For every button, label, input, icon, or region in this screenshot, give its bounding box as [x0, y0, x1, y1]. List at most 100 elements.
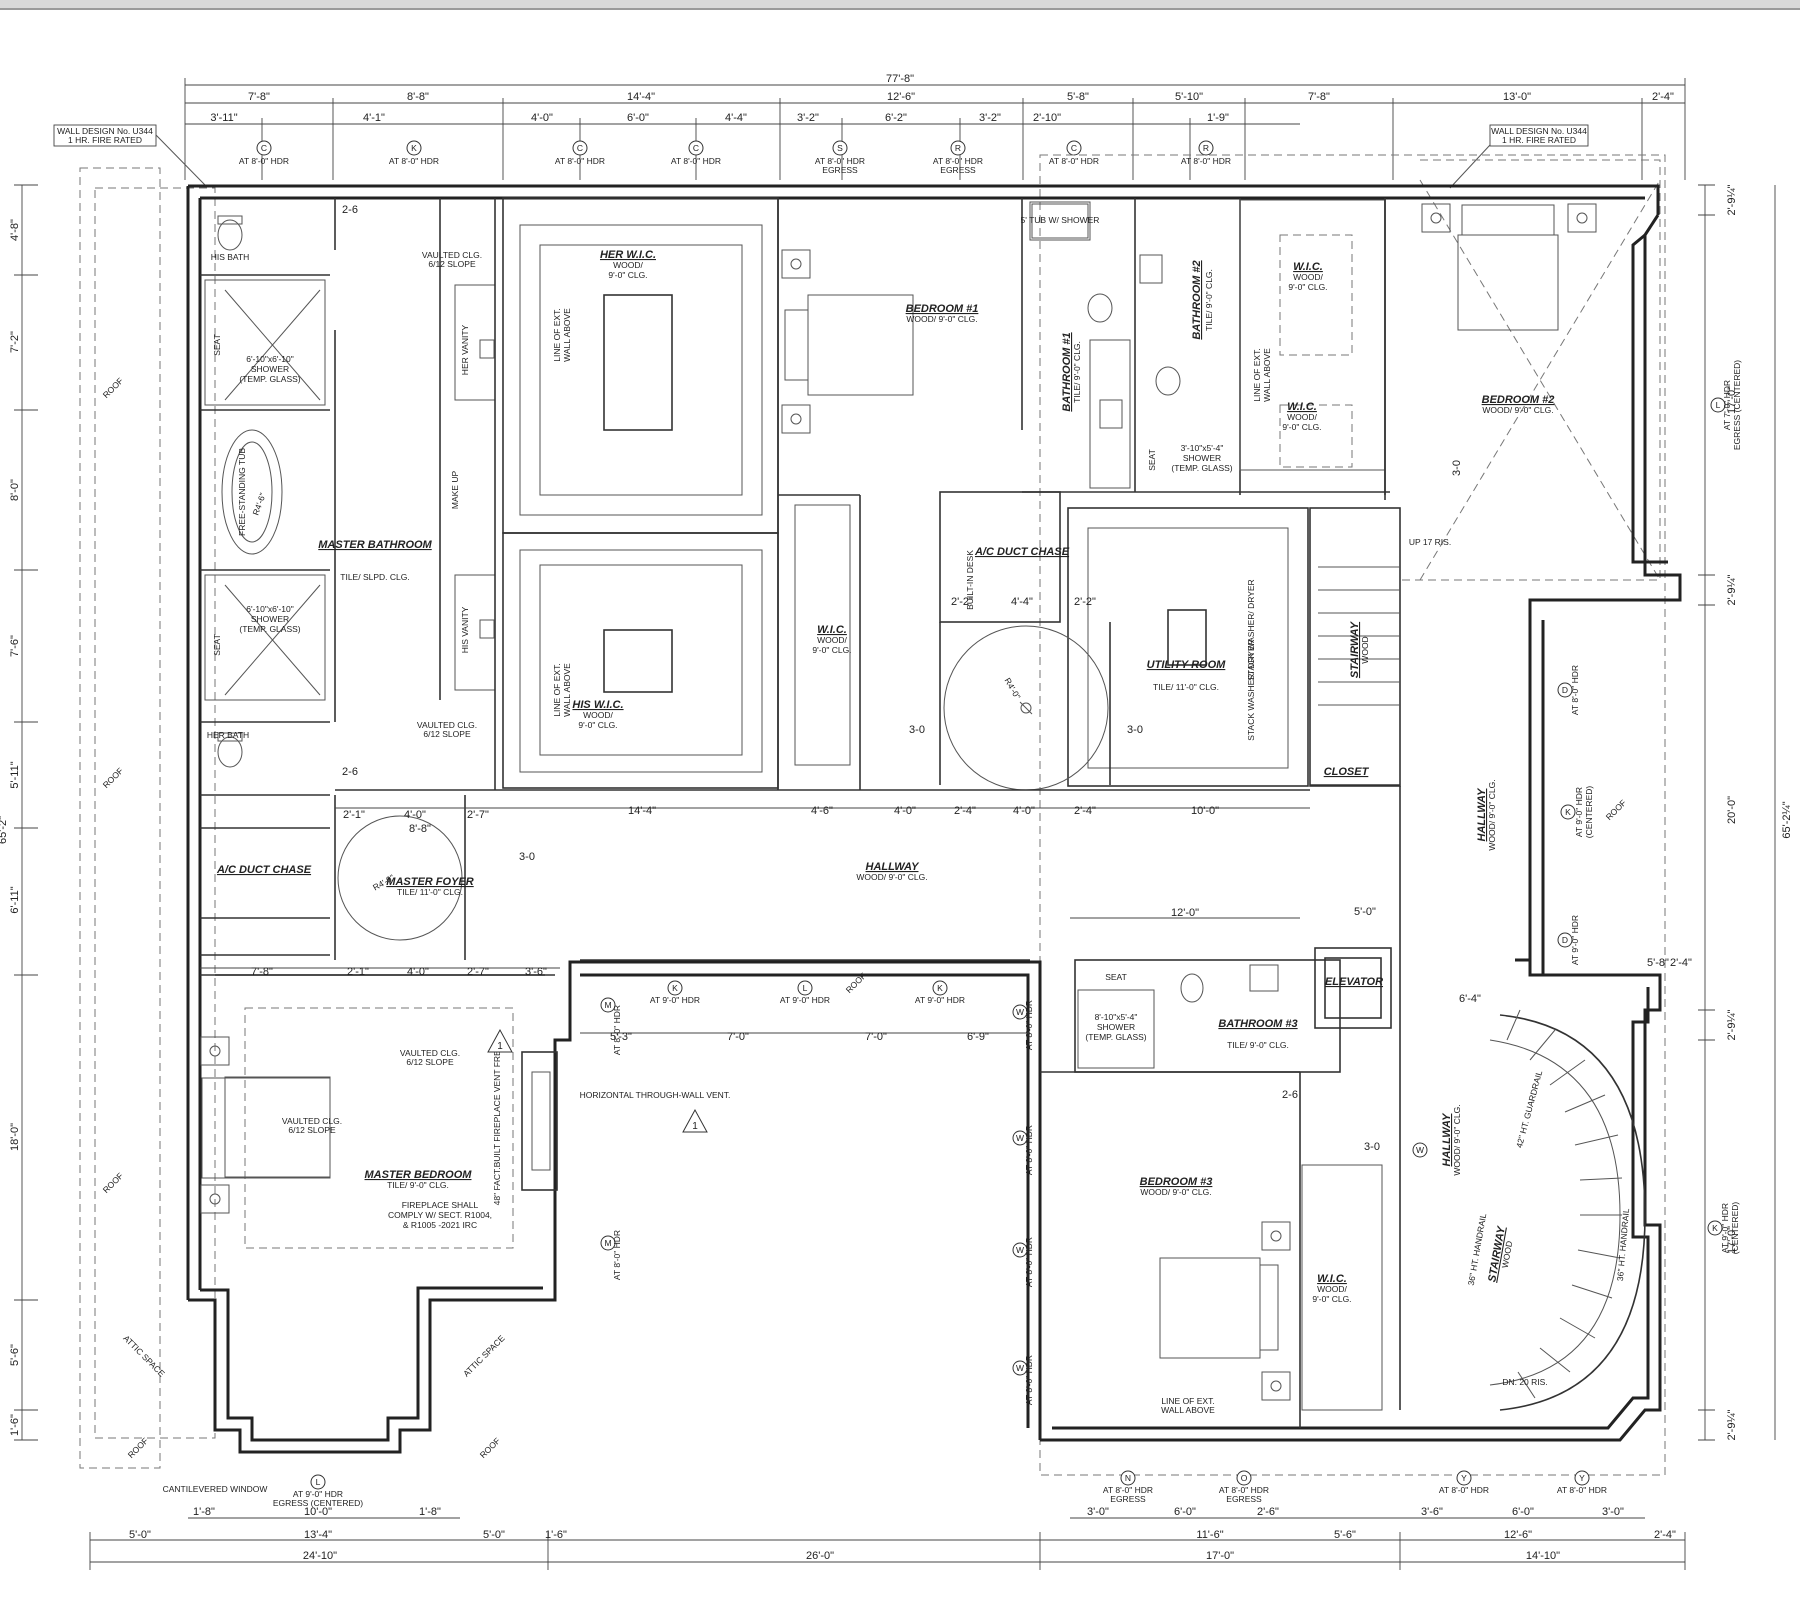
glass-label: (TEMP. GLASS) [239, 624, 300, 634]
sink-icon [479, 339, 495, 359]
master-foyer-name: MASTER FOYER [386, 876, 473, 888]
nightstand-icon [1261, 1371, 1291, 1401]
svg-text:5'-8": 5'-8" [1647, 957, 1669, 969]
svg-text:5'-3": 5'-3" [610, 1031, 632, 1043]
bathroom2-name: BATHROOM #2 [1191, 260, 1203, 339]
svg-text:TILE/ 11'-0" CLG.: TILE/ 11'-0" CLG. [1153, 682, 1219, 692]
wall-design-note-left: WALL DESIGN No. U344 1 HR. FIRE RATED [53, 124, 206, 186]
svg-text:5'-0": 5'-0" [483, 1529, 505, 1541]
top-dim: 7'-8" [248, 91, 270, 103]
svg-text:TILE/ 9'-0" CLG.: TILE/ 9'-0" CLG. [1204, 269, 1214, 331]
svg-text:O: O [1241, 1473, 1248, 1483]
svg-text:2'-7": 2'-7" [467, 966, 489, 978]
top-dim: 7'-8" [1308, 91, 1330, 103]
guardrail-label: 42" HT. GUARDRAIL [1514, 1069, 1544, 1149]
bedroom3-name: BEDROOM #3 [1140, 1176, 1213, 1188]
stairway-name: STAIRWAY [1349, 620, 1361, 678]
svg-text:4'-8": 4'-8" [9, 219, 21, 241]
cantilevered-label: CANTILEVERED WINDOW [163, 1484, 268, 1494]
svg-text:2'-4": 2'-4" [1670, 957, 1692, 969]
svg-text:WOOD/ 9'-0" CLG.: WOOD/ 9'-0" CLG. [1487, 779, 1497, 850]
svg-text:7'-2": 7'-2" [9, 331, 21, 353]
right-dimension-lines [1698, 184, 1776, 1441]
svg-text:AT 9'-0" HDR: AT 9'-0" HDR [915, 995, 965, 1005]
svg-text:W: W [1016, 1007, 1024, 1017]
top-dim: 6'-2" [885, 112, 907, 124]
shower-size: 8'-10"x5'-4" [1095, 1012, 1138, 1022]
svg-text:D: D [1562, 935, 1568, 945]
make-up-label: MAKE UP [450, 471, 460, 510]
svg-text:2-6: 2-6 [342, 766, 358, 778]
master-bedroom-name: MASTER BEDROOM [365, 1169, 473, 1181]
svg-text:5'-0": 5'-0" [1354, 906, 1376, 918]
svg-text:R: R [955, 143, 961, 153]
ac-chase-name: A/C DUCT CHASE [216, 864, 312, 876]
svg-text:WOOD: WOOD [1500, 1240, 1515, 1269]
bottom-window-tags: CANTILEVERED WINDOW LAT 9'-0" HDREGRESS … [163, 1470, 1607, 1508]
bottom-dimension-lines [89, 1517, 1686, 1570]
svg-text:AT 8'-0" HDR: AT 8'-0" HDR [1049, 156, 1099, 166]
svg-text:2'-2": 2'-2" [951, 596, 973, 608]
svg-text:WOOD/ 9'-0" CLG.: WOOD/ 9'-0" CLG. [1140, 1187, 1211, 1197]
svg-text:14'-10": 14'-10" [1526, 1550, 1560, 1562]
overall-height-dim-left: 65'-2" [0, 816, 9, 844]
svg-text:6'-11": 6'-11" [9, 886, 21, 913]
svg-text:7'-0": 7'-0" [727, 1031, 749, 1043]
svg-text:4'-0": 4'-0" [894, 805, 916, 817]
svg-text:W: W [1016, 1363, 1024, 1373]
window-tag: CAT 8'-0" HDR [239, 140, 289, 166]
dn-label: DN. 20 RIS. [1502, 1377, 1547, 1387]
svg-text:EGRESS: EGRESS [822, 165, 858, 175]
stack-washer-label: STACK WASHER/ DRYER [1246, 579, 1256, 680]
svg-text:VAULTED CLG.: VAULTED CLG. [400, 1048, 460, 1058]
svg-text:AT 7'-0" HDR: AT 7'-0" HDR [1722, 380, 1732, 430]
svg-text:WOOD/ 9'-0" CLG.: WOOD/ 9'-0" CLG. [1452, 1104, 1462, 1175]
svg-text:WOOD/: WOOD/ [1317, 1284, 1347, 1294]
svg-text:6'-9": 6'-9" [967, 1031, 989, 1043]
svg-text:AT 9'-0" HDR: AT 9'-0" HDR [1574, 787, 1584, 837]
svg-text:1'-6": 1'-6" [9, 1414, 21, 1436]
bottom-dims-row1: 1'-8" 10'-0" 1'-8" 3'-0" 6'-0" 2'-6" 3'-… [193, 1506, 1624, 1518]
svg-text:AT 8'-0" HDR: AT 8'-0" HDR [555, 156, 605, 166]
svg-text:1: 1 [497, 1041, 503, 1052]
svg-text:12'-0": 12'-0" [1171, 907, 1199, 919]
window-tag: LAT 9'-0" HDR [780, 980, 830, 1005]
seat-label: SEAT [212, 634, 222, 656]
svg-text:TILE/ 9'-0" CLG.: TILE/ 9'-0" CLG. [1072, 341, 1082, 403]
svg-text:AT 8'-0" HDR: AT 8'-0" HDR [612, 1005, 622, 1055]
up-label: UP 17 RIS. [1409, 537, 1451, 547]
svg-text:13'-4": 13'-4" [304, 1529, 332, 1541]
svg-text:10'-0": 10'-0" [304, 1506, 332, 1518]
svg-text:5'-6": 5'-6" [9, 1344, 21, 1366]
svg-text:TILE/ 9'-0" CLG.: TILE/ 9'-0" CLG. [387, 1180, 449, 1190]
svg-text:2-6: 2-6 [342, 204, 358, 216]
svg-text:9'-0" CLG.: 9'-0" CLG. [812, 645, 851, 655]
svg-text:AT 8'-0" HDR: AT 8'-0" HDR [1103, 1485, 1153, 1495]
svg-text:17'-0": 17'-0" [1726, 386, 1738, 414]
svg-text:17'-0": 17'-0" [1206, 1550, 1234, 1562]
svg-text:2'-7": 2'-7" [467, 809, 489, 821]
svg-text:2'-1": 2'-1" [343, 809, 365, 821]
svg-text:AT 8'-0" HDR: AT 8'-0" HDR [1024, 1355, 1034, 1405]
svg-text:1'-8": 1'-8" [193, 1506, 215, 1518]
svg-text:17'-0": 17'-0" [1726, 1226, 1738, 1254]
svg-text:WALL ABOVE: WALL ABOVE [1161, 1405, 1215, 1415]
svg-text:AT 8'-0" HDR: AT 8'-0" HDR [612, 1230, 622, 1280]
nightstand-icon [1421, 203, 1451, 233]
svg-text:4'-0": 4'-0" [404, 809, 426, 821]
svg-text:WALL DESIGN No. U344: WALL DESIGN No. U344 [1491, 126, 1587, 136]
svg-text:3'-6": 3'-6" [525, 966, 547, 978]
svg-text:SEAT: SEAT [1147, 449, 1157, 471]
shower-size: 3'-10"x5'-4" [1181, 443, 1224, 453]
svg-text:K: K [672, 983, 678, 993]
top-dim: 4'-4" [725, 112, 747, 124]
stack-washer-label: STACK WASHER/ DRYER [1246, 639, 1256, 740]
svg-text:AT 8'-0" HDR: AT 8'-0" HDR [1024, 1000, 1034, 1050]
nightstand-icon [781, 249, 811, 279]
